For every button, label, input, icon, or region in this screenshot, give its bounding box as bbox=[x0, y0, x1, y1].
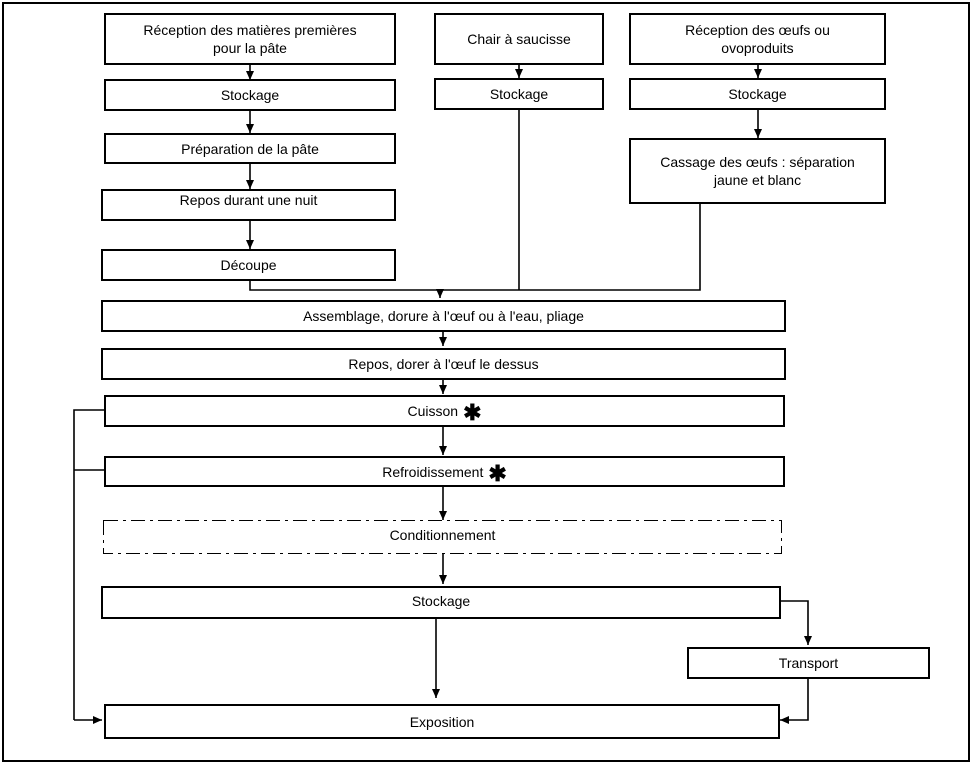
critical-star-icon: ✱ bbox=[488, 460, 507, 486]
label-reception-pate: Réception des matières premières pour la… bbox=[143, 22, 357, 56]
critical-star-icon: ✱ bbox=[463, 400, 482, 425]
label-reception-oeufs: Réception des œufs ou ovoproduits bbox=[685, 22, 830, 56]
box-decoupe: Découpe bbox=[101, 249, 396, 281]
label-repos-dorer: Repos, dorer à l'œuf le dessus bbox=[348, 356, 539, 372]
label-decoupe: Découpe bbox=[220, 257, 277, 273]
label-stockage-oeufs: Stockage bbox=[728, 86, 787, 102]
box-cuisson: Cuisson ✱ bbox=[104, 395, 785, 427]
label-preparation-pate: Préparation de la pâte bbox=[181, 140, 319, 157]
label-repos-nuit: Repos durant une nuit bbox=[179, 192, 318, 208]
box-stockage-oeufs: Stockage bbox=[629, 78, 886, 110]
label-stockage-chair: Stockage bbox=[489, 86, 549, 102]
label-assemblage: Assemblage, dorure à l'œuf ou à l'eau, p… bbox=[303, 308, 584, 324]
label-stockage-final: Stockage bbox=[411, 592, 471, 609]
box-stockage-final: Stockage bbox=[101, 586, 781, 619]
box-assemblage: Assemblage, dorure à l'œuf ou à l'eau, p… bbox=[101, 300, 786, 332]
box-repos-dorer: Repos, dorer à l'œuf le dessus bbox=[101, 348, 786, 380]
arrow-transport-to-exposition bbox=[780, 679, 809, 724]
label-stockage-pate: Stockage bbox=[220, 87, 280, 103]
box-chair-saucisse: Chair à saucisse bbox=[434, 13, 604, 65]
box-transport: Transport bbox=[687, 647, 930, 679]
label-cuisson: Cuisson bbox=[407, 403, 459, 419]
line-cassage-merge bbox=[440, 204, 701, 291]
box-reception-oeufs: Réception des œufs ou ovoproduits bbox=[629, 13, 886, 65]
box-repos-nuit: Repos durant une nuit bbox=[101, 189, 396, 221]
box-exposition: Exposition bbox=[104, 704, 780, 739]
box-cassage-oeufs: Cassage des œufs : séparation jaune et b… bbox=[629, 138, 886, 204]
label-refroidissement: Refroidissement bbox=[382, 463, 484, 480]
box-stockage-pate: Stockage bbox=[104, 79, 396, 111]
box-reception-pate: Réception des matières premières pour la… bbox=[104, 13, 396, 65]
label-conditionnement: Conditionnement bbox=[389, 527, 496, 543]
line-stockage-to-transport bbox=[781, 600, 812, 645]
label-transport: Transport bbox=[778, 655, 839, 671]
label-chair-saucisse: Chair à saucisse bbox=[467, 31, 571, 47]
box-preparation-pate: Préparation de la pâte bbox=[104, 133, 396, 164]
label-cassage-oeufs: Cassage des œufs : séparation jaune et b… bbox=[660, 154, 855, 188]
conditionnement-border bbox=[103, 520, 782, 554]
line-decoupe-merge bbox=[249, 281, 440, 291]
box-conditionnement: Conditionnement bbox=[104, 521, 781, 553]
box-stockage-chair: Stockage bbox=[434, 78, 604, 110]
box-refroidissement: Refroidissement ✱ bbox=[104, 456, 785, 487]
label-exposition: Exposition bbox=[409, 713, 475, 730]
line-cuisson-bypass bbox=[73, 409, 104, 720]
